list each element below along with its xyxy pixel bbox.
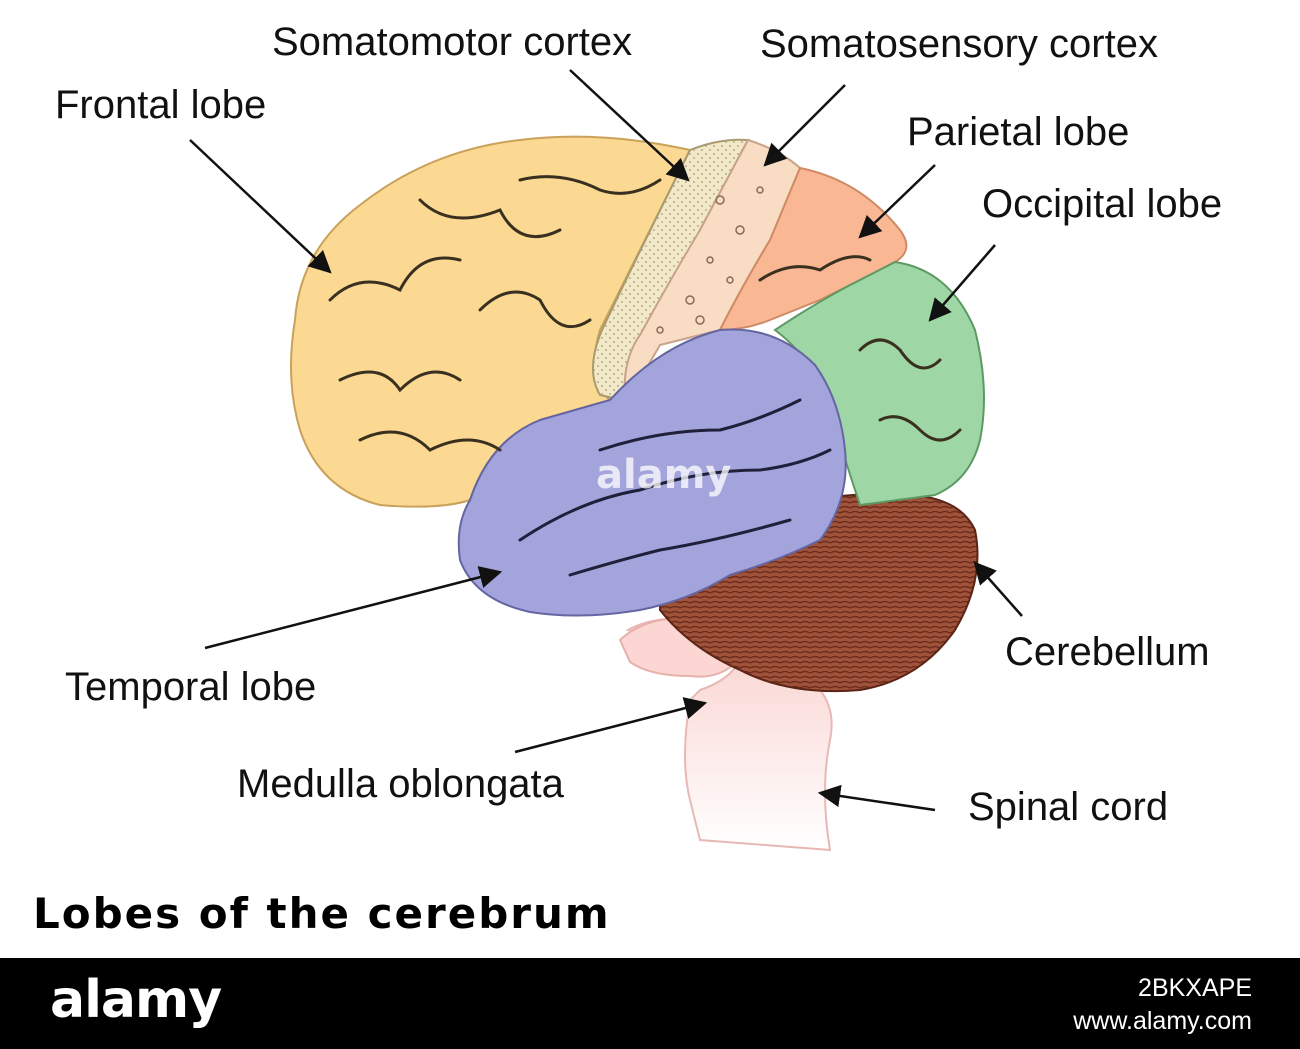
label-somatomotor-cortex: Somatomotor cortex	[272, 20, 632, 64]
somatosensory-dots	[656, 186, 764, 334]
arrow-somatosensory	[763, 84, 846, 167]
arrow-spinal	[817, 784, 936, 812]
watermark: alamy	[596, 452, 732, 498]
label-medulla-oblongata: Medulla oblongata	[237, 762, 565, 806]
label-spinal-cord: Spinal cord	[968, 785, 1168, 829]
footer-logo: alamy	[50, 970, 222, 1030]
label-frontal-lobe: Frontal lobe	[55, 83, 266, 127]
site-url: www.alamy.com	[1073, 1007, 1252, 1035]
diagram-title: Lobes of the cerebrum	[33, 889, 611, 938]
arrow-occipital	[928, 244, 996, 322]
image-id: 2BKXAPE	[1138, 974, 1252, 1002]
arrow-frontal	[189, 139, 332, 274]
arrow-somatomotor	[569, 69, 690, 182]
arrow-temporal	[204, 566, 503, 650]
label-parietal-lobe: Parietal lobe	[907, 110, 1129, 154]
pointer-arrows	[189, 69, 1023, 812]
gyri-lines	[328, 175, 962, 452]
footer-bar: alamy 2BKXAPE www.alamy.com	[0, 958, 1300, 1049]
arrow-medulla	[514, 697, 708, 754]
label-occipital-lobe: Occipital lobe	[982, 182, 1222, 226]
occipital-lobe-shape	[773, 260, 985, 507]
arrow-parietal	[858, 164, 936, 239]
brain-diagram: Somatomotor cortex Somatosensory cortex …	[33, 20, 1222, 938]
diagram-canvas: Somatomotor cortex Somatosensory cortex …	[33, 20, 1223, 938]
label-somatosensory-cortex: Somatosensory cortex	[760, 22, 1158, 66]
footer-meta: 2BKXAPE www.alamy.com	[1073, 972, 1252, 1038]
temporal-sulci	[518, 398, 832, 577]
temporal-lobe-shape	[457, 328, 847, 617]
label-temporal-lobe: Temporal lobe	[65, 665, 316, 709]
label-cerebellum: Cerebellum	[1005, 630, 1210, 674]
arrow-cerebellum	[973, 561, 1023, 617]
